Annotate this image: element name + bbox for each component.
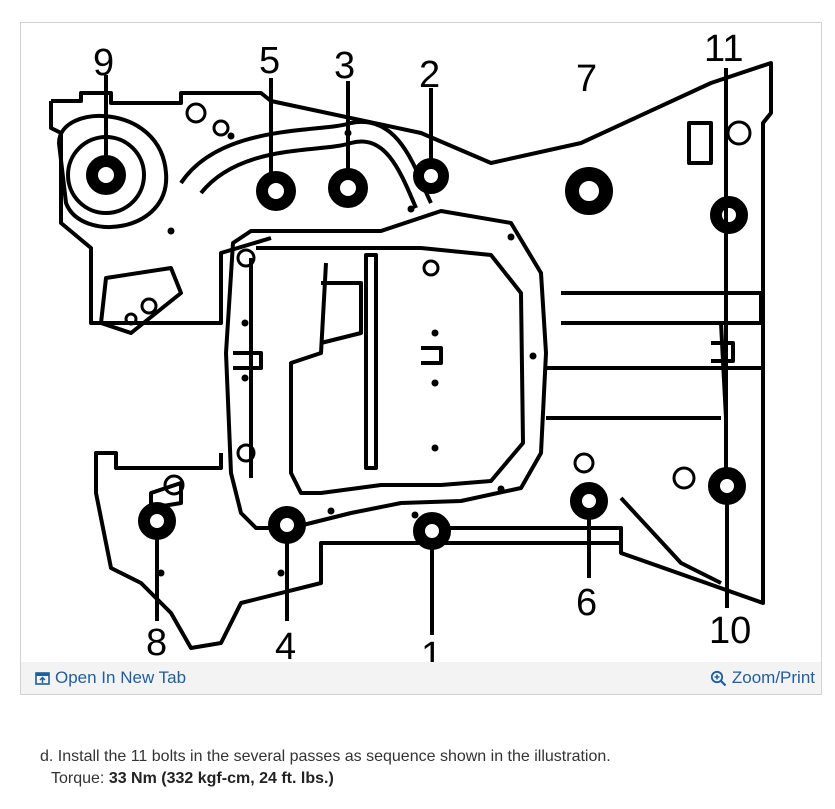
bolt-7 <box>565 167 613 215</box>
bolt-label-2: 2 <box>419 54 440 96</box>
bolt-label-1: 1 <box>421 635 442 663</box>
instruction-block: d. Install the 11 bolts in the several p… <box>40 746 611 790</box>
bolt-label-10: 10 <box>709 610 751 652</box>
bolt-5 <box>256 171 296 211</box>
step-text: d. Install the 11 bolts in the several p… <box>40 748 611 765</box>
bolt-label-11: 11 <box>704 28 743 70</box>
zoom-icon <box>710 670 727 686</box>
bolt-4 <box>268 506 306 544</box>
open-in-new-tab-link[interactable]: Open In New Tab <box>35 668 186 688</box>
bolt-label-4: 4 <box>275 626 296 663</box>
bolt-10 <box>708 467 746 505</box>
bolt-9 <box>86 155 126 195</box>
bolt-6 <box>570 482 608 520</box>
bolt-label-9: 9 <box>93 42 114 84</box>
bolt-11 <box>710 196 748 234</box>
open-new-tab-icon <box>35 671 50 685</box>
zoom-print-label: Zoom/Print <box>731 668 815 687</box>
bolt-1 <box>413 512 451 550</box>
bolt-3 <box>328 168 368 208</box>
torque-label: Torque: <box>51 770 109 787</box>
bolt-label-8: 8 <box>146 622 167 663</box>
bolt-8 <box>138 502 176 540</box>
bolt-label-6: 6 <box>576 582 597 624</box>
oil-pan-bolt-diagram: 9 5 3 2 7 11 6 10 8 4 1 <box>49 28 773 663</box>
illustration-frame: 9 5 3 2 7 11 6 10 8 4 1 Open In New Tab <box>20 22 822 695</box>
bolt-2 <box>413 158 449 194</box>
torque-value: 33 Nm (332 kgf-cm, 24 ft. lbs.) <box>108 770 334 787</box>
torque-line: Torque: 33 Nm (332 kgf-cm, 24 ft. lbs.) <box>40 768 611 790</box>
bolt-label-7: 7 <box>576 58 597 100</box>
bolt-label-5: 5 <box>259 40 280 82</box>
open-in-new-tab-label: Open In New Tab <box>55 668 187 687</box>
bolt-label-3: 3 <box>334 45 355 87</box>
figure-toolbar: Open In New Tab Zoom/Print <box>21 662 821 694</box>
zoom-print-link[interactable]: Zoom/Print <box>710 668 815 688</box>
